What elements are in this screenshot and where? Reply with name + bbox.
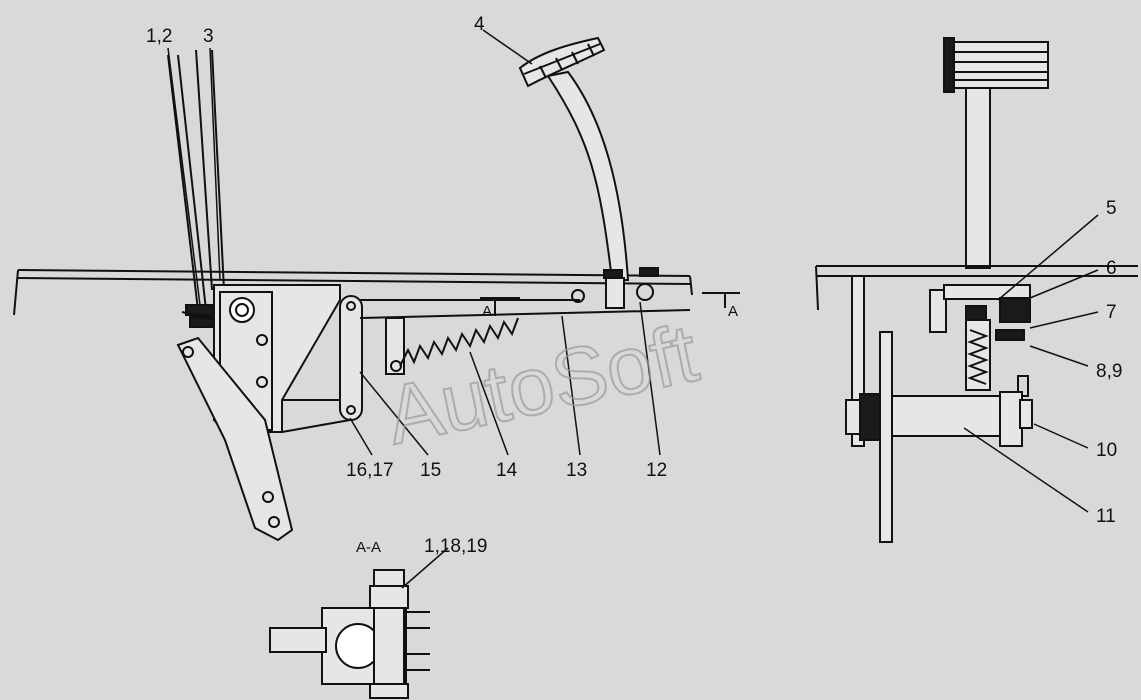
side-view [13, 29, 740, 542]
callout-6: 6 [1106, 258, 1117, 279]
callout-10: 10 [1096, 440, 1117, 461]
callout-13: 13 [566, 460, 587, 481]
front-view [815, 37, 1138, 543]
front-leader-lines [963, 214, 1099, 513]
pedal-lever [546, 70, 659, 309]
section-title: A-A [356, 539, 381, 556]
front-spring [965, 319, 1029, 397]
callout-1-2: 1,2 [146, 26, 172, 47]
callout-8-9: 8,9 [1096, 361, 1122, 382]
front-pedal-shaft [965, 87, 991, 269]
callout-15: 15 [420, 460, 441, 481]
callout-4: 4 [474, 14, 485, 35]
callout-16-17: 16,17 [346, 460, 394, 481]
lower-arm [176, 336, 294, 542]
section-mark-right-label: A [728, 303, 738, 320]
section-bolt-head [373, 569, 405, 587]
section-nut [369, 585, 409, 609]
spring-bracket [385, 317, 405, 375]
watermark: AutoSoft [379, 308, 706, 462]
callout-1-18-19: 1,18,19 [424, 536, 487, 557]
link-15 [339, 295, 363, 421]
section-mark-left-label: A [482, 303, 492, 320]
callout-5: 5 [1106, 198, 1117, 219]
section-rod [269, 627, 327, 653]
adjusting-bolt [181, 304, 215, 328]
callout-7: 7 [1106, 302, 1117, 323]
callout-14: 14 [496, 460, 518, 481]
section-mark-left [480, 297, 520, 316]
callout-12: 12 [646, 460, 667, 481]
section-leader [401, 547, 449, 589]
return-spring [399, 317, 519, 367]
section-mark-right [702, 292, 740, 308]
callout-3: 3 [203, 26, 214, 47]
section-view [269, 547, 449, 699]
rods [167, 49, 225, 311]
callout-11: 11 [1096, 506, 1116, 527]
leader-lines [167, 29, 661, 456]
push-rod [359, 289, 691, 319]
front-arm [879, 331, 893, 543]
cross-shaft [845, 391, 1033, 447]
section-pin [373, 607, 405, 685]
front-pedal-pad [943, 37, 1049, 93]
floor-plate [13, 269, 693, 316]
pedal-pad [518, 36, 606, 88]
